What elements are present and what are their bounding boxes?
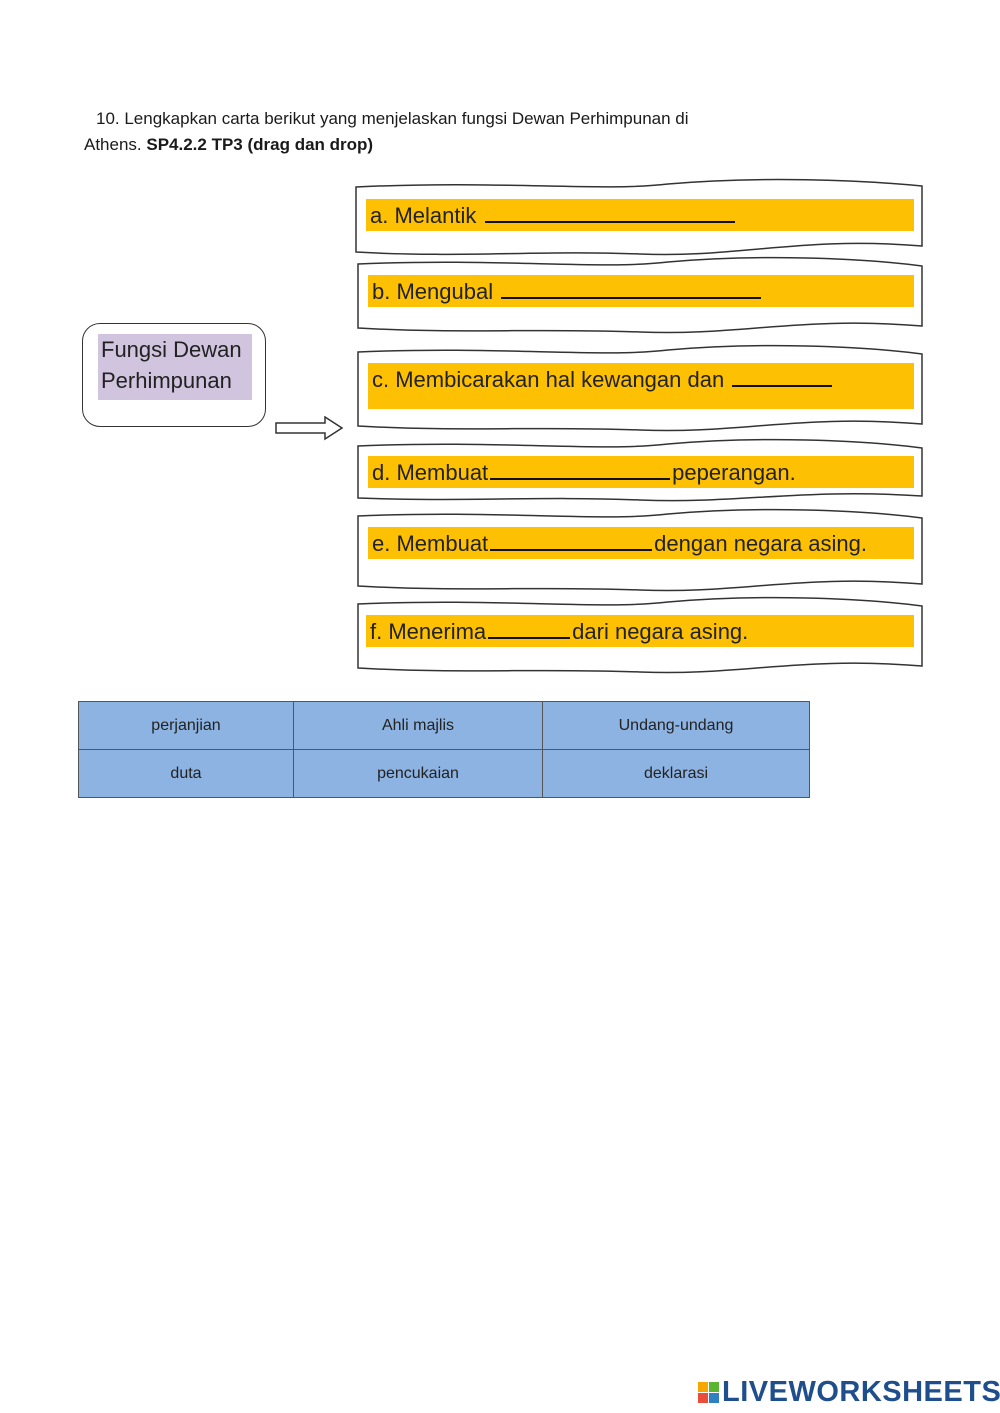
drop-slot-a[interactable] (484, 199, 735, 223)
center-node: Fungsi Dewan Perhimpunan (82, 323, 266, 427)
drop-slot-b[interactable] (501, 275, 762, 299)
scroll-frames (355, 178, 923, 674)
center-node-label: Fungsi Dewan Perhimpunan (98, 334, 252, 400)
drop-slot-f[interactable] (488, 615, 571, 639)
word-option[interactable]: Ahli majlis (293, 701, 543, 750)
item-c: c. Membicarakan hal kewangan dan (368, 363, 914, 409)
item-a: a. Melantik (366, 199, 914, 231)
logo-mark-icon (698, 1382, 719, 1403)
question-text: 10. Lengkapkan carta berikut yang menjel… (84, 106, 689, 158)
frame-e (357, 508, 923, 592)
word-option[interactable]: perjanjian (78, 701, 294, 750)
word-bank-row: perjanjian Ahli majlis Undang-undang (78, 701, 810, 750)
frame-b (357, 256, 923, 334)
logo-text: LIVEWORKSHEETS (722, 1376, 1000, 1408)
question-line-2: Athens. SP4.2.2 TP3 (drag dan drop) (84, 135, 374, 154)
word-bank-row: duta pencukaian deklarasi (78, 749, 810, 798)
frame-c (357, 344, 923, 432)
drop-slot-d[interactable] (490, 456, 671, 480)
right-arrow-icon (275, 416, 344, 441)
drop-slot-c[interactable] (732, 363, 833, 387)
question-line-1: 10. Lengkapkan carta berikut yang menjel… (96, 109, 689, 128)
frame-f (357, 596, 923, 674)
liveworksheets-logo: LIVEWORKSHEETS (698, 1376, 1000, 1409)
frame-a (355, 178, 923, 256)
word-option[interactable]: duta (78, 749, 294, 798)
item-b: b. Mengubal (368, 275, 914, 307)
drop-slot-e[interactable] (490, 527, 653, 551)
word-bank: perjanjian Ahli majlis Undang-undang dut… (78, 701, 810, 798)
word-option[interactable]: pencukaian (293, 749, 543, 798)
word-option[interactable]: deklarasi (542, 749, 810, 798)
word-option[interactable]: Undang-undang (542, 701, 810, 750)
question-code: SP4.2.2 TP3 (drag dan drop) (146, 135, 374, 154)
frame-d (357, 438, 923, 502)
